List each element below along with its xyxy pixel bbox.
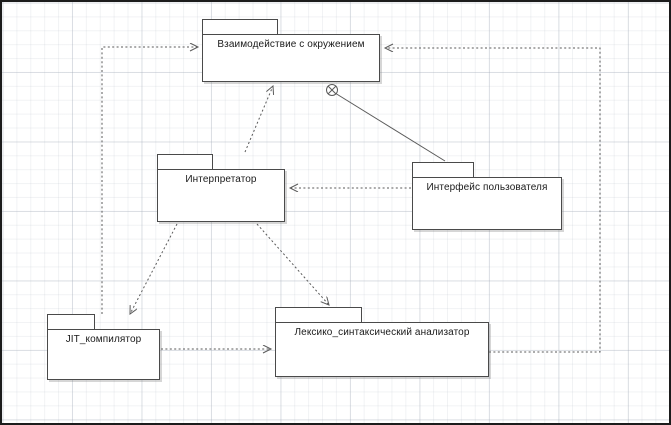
- package-body: [47, 329, 160, 380]
- package-body: [202, 34, 380, 82]
- package-user-interface[interactable]: Интерфейс пользователя: [412, 162, 562, 230]
- package-tab: [47, 314, 95, 329]
- package-body: [275, 322, 489, 377]
- package-jit-compiler[interactable]: JIT_компилятор: [47, 314, 160, 380]
- package-label-jit-compiler: JIT_компилятор: [65, 334, 142, 345]
- circle-cross-icon: [326, 84, 338, 96]
- edge-env-contains-ui: [326, 84, 446, 162]
- edge-interpreter-to-lexer: [256, 223, 329, 305]
- edge-interpreter-to-jit: [130, 223, 178, 314]
- edge-interpreter-to-env: [244, 86, 273, 153]
- package-label-user-interface: Интерфейс пользователя: [426, 182, 548, 193]
- package-env[interactable]: Взаимодействие с окружением: [202, 19, 380, 82]
- package-label-interpreter: Интерпретатор: [185, 174, 257, 185]
- package-body: [412, 177, 562, 230]
- package-tab: [202, 19, 278, 34]
- package-tab: [157, 154, 213, 169]
- package-label-env: Взаимодействие с окружением: [217, 39, 365, 50]
- package-body: [157, 169, 285, 222]
- package-label-lexical-syntax-analyzer: Лексико_синтаксический анализатор: [294, 327, 470, 338]
- package-lexical-syntax-analyzer[interactable]: Лексико_синтаксический анализатор: [275, 307, 489, 377]
- package-interpreter[interactable]: Интерпретатор: [157, 154, 285, 222]
- package-tab: [275, 307, 362, 322]
- package-tab: [412, 162, 474, 177]
